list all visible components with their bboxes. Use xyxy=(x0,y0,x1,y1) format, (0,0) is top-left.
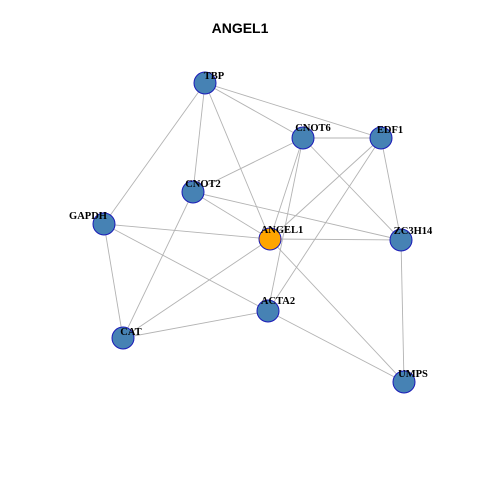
node-cat[interactable] xyxy=(111,326,135,350)
node-label-gapdh: GAPDH xyxy=(69,211,107,222)
node-cnot6[interactable] xyxy=(291,126,315,150)
edge-cnot6-angel1 xyxy=(269,137,304,240)
node-label-edf1: EDF1 xyxy=(377,125,403,136)
edge-gapdh-cat xyxy=(103,223,124,339)
node-label-cat: CAT xyxy=(120,327,141,338)
edge-gapdh-acta2 xyxy=(103,223,269,312)
node-angel1[interactable] xyxy=(258,227,282,251)
edge-tbp-cnot6 xyxy=(204,82,304,139)
node-zc3h14[interactable] xyxy=(389,228,413,252)
node-acta2[interactable] xyxy=(256,299,280,323)
edge-acta2-umps xyxy=(267,310,405,383)
edge-tbp-gapdh xyxy=(103,82,206,225)
node-umps[interactable] xyxy=(392,370,416,394)
edge-tbp-edf1 xyxy=(204,82,382,139)
edge-cnot2-zc3h14 xyxy=(192,191,402,241)
edge-acta2-cat xyxy=(122,310,269,339)
node-label-acta2: ACTA2 xyxy=(261,296,295,307)
edge-gapdh-angel1 xyxy=(103,223,271,240)
edge-edf1-angel1 xyxy=(269,137,382,240)
node-label-cnot2: CNOT2 xyxy=(185,179,221,190)
edge-cnot6-zc3h14 xyxy=(302,137,402,241)
edge-cnot2-cat xyxy=(122,191,194,339)
edge-cnot6-cnot2 xyxy=(192,137,304,193)
node-edf1[interactable] xyxy=(369,126,393,150)
edge-angel1-cat xyxy=(122,238,271,339)
node-label-zc3h14: ZC3H14 xyxy=(394,226,433,237)
node-cnot2[interactable] xyxy=(181,180,205,204)
node-label-angel1: ANGEL1 xyxy=(261,225,304,236)
node-tbp[interactable] xyxy=(193,71,217,95)
edge-cnot2-angel1 xyxy=(192,191,271,240)
edge-tbp-cnot2 xyxy=(192,82,206,193)
edge-angel1-umps xyxy=(269,238,405,383)
edge-layer xyxy=(103,82,405,383)
edge-zc3h14-umps xyxy=(400,239,405,383)
node-gapdh[interactable] xyxy=(92,212,116,236)
node-layer xyxy=(92,71,416,394)
node-label-umps: UMPS xyxy=(398,369,428,380)
edge-tbp-angel1 xyxy=(204,82,271,240)
edge-edf1-zc3h14 xyxy=(380,137,402,241)
edge-angel1-zc3h14 xyxy=(269,238,402,241)
edge-edf1-acta2 xyxy=(267,137,382,312)
graph-title: ANGEL1 xyxy=(211,20,269,36)
node-label-cnot6: CNOT6 xyxy=(295,123,331,134)
node-label-tbp: TBP xyxy=(204,71,225,82)
